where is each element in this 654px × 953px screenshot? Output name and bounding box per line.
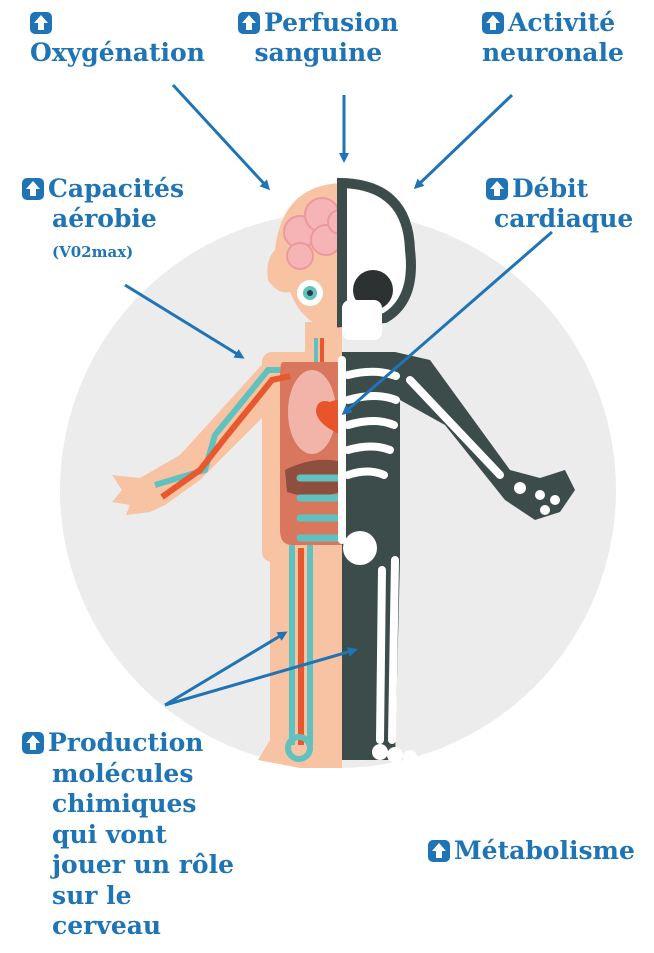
- label-perfusion: Perfusion sanguine: [238, 8, 399, 68]
- up-arrow-icon: [482, 12, 504, 34]
- up-arrow-icon: [238, 12, 260, 34]
- label-cardiac: Débit cardiaque: [486, 174, 633, 234]
- up-arrow-icon: [22, 178, 44, 200]
- up-arrow-icon: [30, 12, 52, 34]
- label-neuronal: Activité neuronale: [482, 8, 624, 68]
- up-arrow-icon: [428, 840, 450, 862]
- label-production: Production molécules chimiques qui vont …: [22, 728, 234, 942]
- label-aerobic: Capacités aérobie (V02max): [22, 174, 184, 264]
- label-metabolism: Métabolisme: [428, 836, 635, 866]
- up-arrow-icon: [22, 732, 44, 754]
- up-arrow-icon: [486, 178, 508, 200]
- arrow-oxygenation: [173, 85, 268, 188]
- label-oxygenation: Oxygénation: [30, 8, 205, 68]
